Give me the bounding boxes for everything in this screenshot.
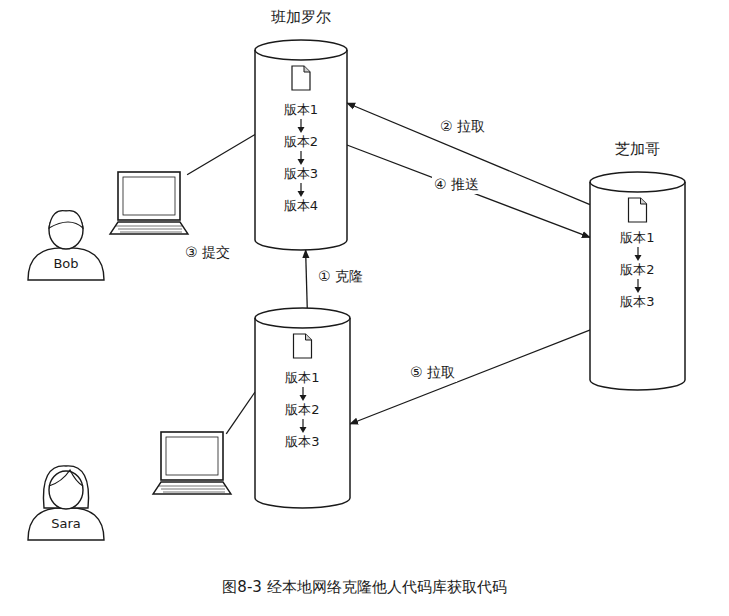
developer-figure: Bob bbox=[22, 168, 194, 280]
person-body bbox=[28, 248, 104, 280]
version-label: 版本2 bbox=[285, 402, 319, 418]
laptop-bezel bbox=[123, 177, 175, 215]
cylinder-body bbox=[590, 172, 685, 390]
developer-figure: Sara bbox=[22, 428, 237, 546]
person-body bbox=[28, 508, 104, 540]
person-fringe bbox=[49, 470, 83, 486]
laptop-base bbox=[110, 222, 188, 234]
version-arrow bbox=[298, 386, 308, 402]
laptop-keys bbox=[118, 229, 182, 230]
document-icon bbox=[294, 334, 312, 358]
version-arrow-head bbox=[299, 395, 306, 401]
version-label: 版本1 bbox=[285, 370, 319, 386]
version-label: 版本4 bbox=[284, 198, 318, 214]
step-label: ⑤ 拉取 bbox=[408, 364, 457, 382]
cylinder-rim bbox=[255, 318, 350, 328]
flow-arrow bbox=[347, 103, 590, 205]
laptop-keys bbox=[163, 492, 225, 493]
laptop-screen bbox=[118, 172, 180, 220]
version-arrow-head bbox=[298, 191, 305, 197]
cylinder-body bbox=[255, 40, 347, 250]
version-arrow bbox=[298, 418, 308, 434]
person-head bbox=[49, 471, 83, 509]
version-label: 版本3 bbox=[284, 166, 318, 182]
laptop-keys bbox=[159, 486, 225, 487]
version-arrow bbox=[633, 278, 643, 294]
laptop-keys bbox=[116, 226, 182, 227]
connection-line bbox=[187, 135, 255, 175]
version-arrow bbox=[633, 246, 643, 262]
figure-caption: 图8-3 经本地网络克隆他人代码库获取代码 bbox=[0, 578, 729, 597]
document-fold bbox=[304, 66, 310, 72]
step-label: ③ 提交 bbox=[183, 244, 232, 262]
person-hair bbox=[43, 466, 88, 508]
version-label: 版本1 bbox=[620, 230, 654, 246]
location-heading: 芝加哥 bbox=[615, 140, 660, 159]
version-arrow bbox=[296, 150, 306, 166]
version-list: 版本1 版本2 版本3 版本4 bbox=[255, 102, 347, 214]
developer-illustration bbox=[22, 168, 194, 280]
flow-arrow bbox=[306, 250, 308, 308]
person-name: Bob bbox=[53, 256, 78, 271]
document-icon bbox=[292, 66, 310, 90]
laptop-keys bbox=[161, 489, 225, 490]
step-label: ④ 推送 bbox=[432, 176, 481, 194]
version-arrow bbox=[296, 182, 306, 198]
version-arrow-head bbox=[298, 159, 305, 165]
version-arrow-head bbox=[299, 427, 306, 433]
cylinder-body bbox=[255, 308, 350, 508]
cylinder-rim bbox=[590, 182, 685, 192]
version-label: 版本2 bbox=[284, 134, 318, 150]
document-fold bbox=[306, 334, 312, 340]
version-label: 版本2 bbox=[620, 262, 654, 278]
repository-cylinder: 芝加哥版本1版本2版本3 bbox=[590, 172, 685, 390]
repository-cylinder: 班加罗尔版本1版本2版本3版本4 bbox=[255, 40, 347, 250]
version-label: 版本1 bbox=[284, 102, 318, 118]
version-arrow-head bbox=[634, 255, 641, 261]
version-label: 版本3 bbox=[620, 294, 654, 310]
laptop-screen bbox=[161, 432, 223, 480]
step-label: ② 拉取 bbox=[438, 118, 487, 136]
version-arrow-head bbox=[634, 287, 641, 293]
person-head bbox=[49, 211, 83, 249]
version-arrow-head bbox=[298, 127, 305, 133]
version-arrow bbox=[296, 118, 306, 134]
step-label: ① 克隆 bbox=[316, 268, 365, 286]
version-list: 版本1 版本2 版本3 bbox=[590, 230, 685, 310]
person-hair bbox=[49, 211, 83, 228]
document-fold bbox=[641, 198, 647, 204]
flow-arrow bbox=[347, 145, 590, 237]
person-name: Sara bbox=[51, 516, 81, 531]
connection-line bbox=[226, 392, 255, 434]
laptop-keys bbox=[120, 232, 182, 233]
laptop-base bbox=[153, 482, 231, 494]
flow-arrow bbox=[350, 329, 593, 424]
cylinder-rim bbox=[255, 50, 347, 60]
repository-cylinder: 版本1 版本2 版本3 bbox=[255, 308, 350, 508]
document-icon bbox=[629, 198, 647, 222]
laptop-bezel bbox=[166, 437, 218, 475]
location-heading: 班加罗尔 bbox=[271, 8, 331, 27]
version-label: 版本3 bbox=[285, 434, 319, 450]
version-list: 版本1 版本2 版本3 bbox=[255, 370, 350, 450]
